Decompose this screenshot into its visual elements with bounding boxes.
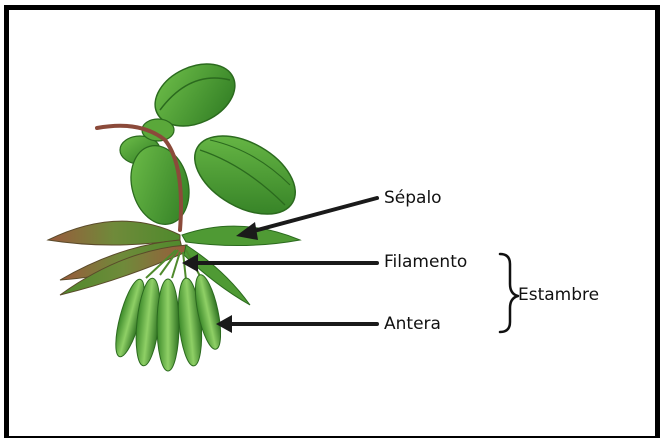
estambre-brace — [500, 254, 518, 332]
label-filamento: Filamento — [384, 254, 467, 271]
anthers — [110, 273, 226, 371]
label-sepalo: Sépalo — [384, 190, 442, 207]
label-estambre: Estambre — [518, 287, 599, 304]
label-antera: Antera — [384, 316, 441, 333]
bud-cluster — [120, 52, 309, 231]
